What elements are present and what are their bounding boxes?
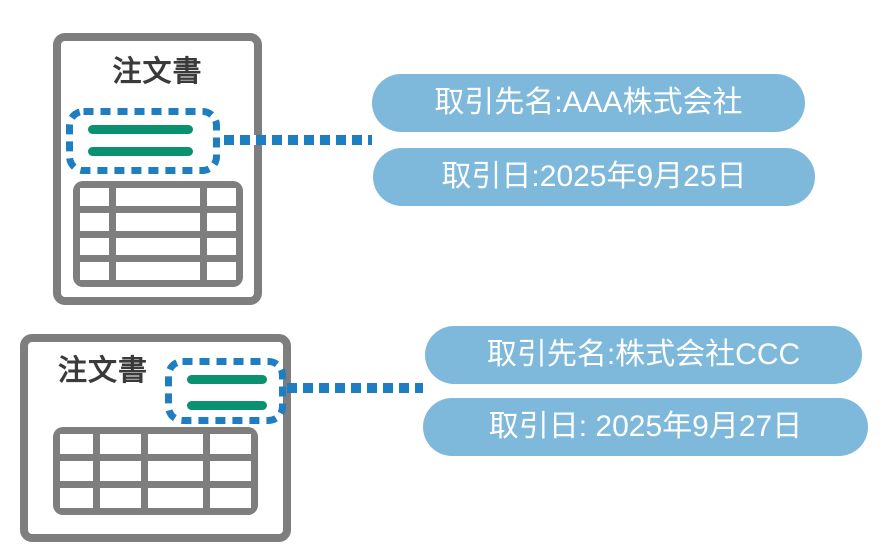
document-1-table — [73, 181, 243, 287]
table-cell — [80, 212, 109, 231]
table-cell — [60, 434, 94, 454]
table-cell — [115, 262, 201, 280]
table-cell — [100, 434, 141, 454]
highlight-dotted-box-2 — [165, 358, 286, 424]
document-2-table — [53, 427, 258, 515]
table-cell — [210, 461, 251, 481]
table-cell — [115, 237, 201, 256]
table-cell — [100, 488, 141, 508]
table-cell — [80, 262, 109, 280]
highlight-dotted-box-1 — [66, 108, 220, 174]
table-cell — [80, 188, 109, 206]
highlighted-text-line — [187, 401, 267, 410]
document-1-title: 注文書 — [112, 56, 203, 88]
table-cell — [207, 188, 236, 206]
table-cell — [207, 262, 236, 280]
table-cell — [100, 461, 141, 481]
highlighted-text-line — [88, 147, 193, 156]
table-cell — [207, 237, 236, 256]
dotted-connector-line-1 — [224, 135, 372, 145]
partner-name-label-1: 取引先名:AAA株式会社 — [372, 74, 805, 132]
transaction-date-label-1: 取引日:2025年9月25日 — [373, 148, 815, 206]
table-cell — [207, 212, 236, 231]
document-2-title: 注文書 — [58, 355, 149, 387]
transaction-date-label-2: 取引日: 2025年9月27日 — [423, 398, 868, 456]
dotted-connector-line-2 — [287, 383, 423, 393]
table-cell — [80, 237, 109, 256]
table-cell — [60, 461, 94, 481]
table-cell — [147, 461, 204, 481]
table-cell — [115, 188, 201, 206]
table-cell — [147, 488, 204, 508]
table-cell — [147, 434, 204, 454]
highlighted-text-line — [187, 375, 267, 384]
table-cell — [60, 488, 94, 508]
table-cell — [210, 434, 251, 454]
table-cell — [115, 212, 201, 231]
partner-name-label-2: 取引先名:株式会社CCC — [425, 326, 862, 384]
highlighted-text-line — [88, 125, 193, 134]
table-cell — [210, 488, 251, 508]
